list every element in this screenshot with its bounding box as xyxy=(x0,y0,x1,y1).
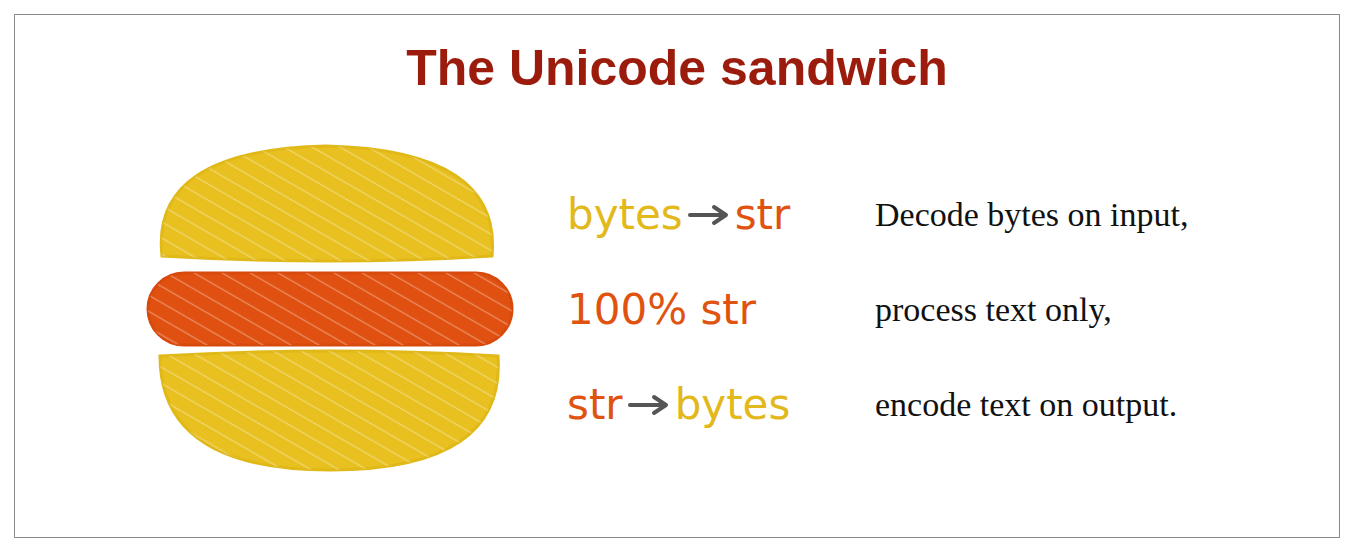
type-label: str xyxy=(567,380,623,430)
step-description: Decode bytes on input, xyxy=(875,190,1189,240)
step-description: process text only, xyxy=(875,285,1112,335)
type-label: bytes xyxy=(567,190,683,240)
type-label: str xyxy=(735,190,791,240)
code-row: 100% str xyxy=(567,278,756,342)
type-label: 100% str xyxy=(567,285,756,335)
code-row: str bytes xyxy=(567,373,790,437)
arrow-symbol xyxy=(627,393,671,417)
code-row: bytes str xyxy=(567,183,790,247)
step-description: encode text on output. xyxy=(875,380,1177,430)
type-label: bytes xyxy=(675,380,791,430)
diagram-title: The Unicode sandwich xyxy=(0,38,1354,98)
arrow-symbol xyxy=(687,203,731,227)
